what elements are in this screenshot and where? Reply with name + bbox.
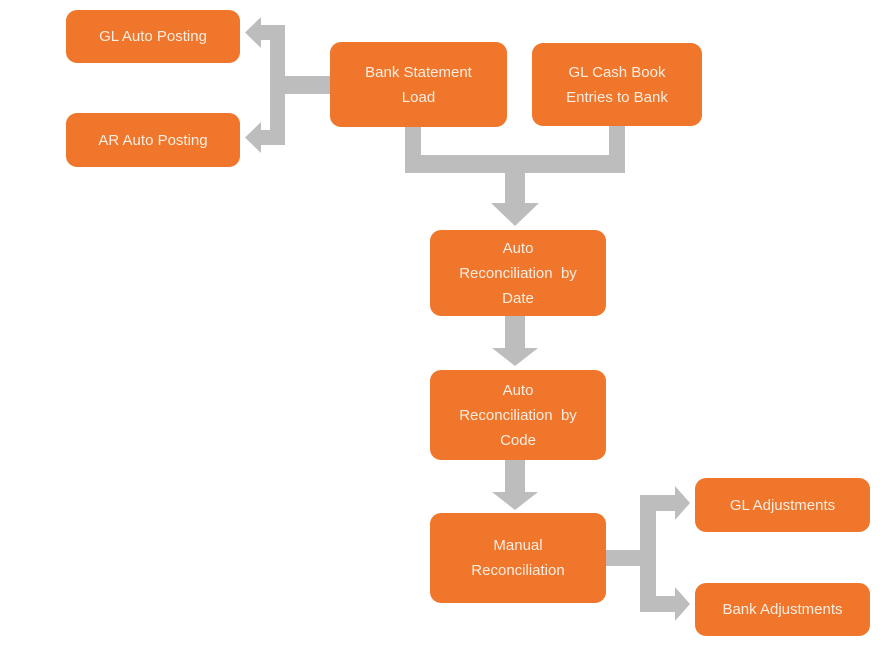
node-label: GL Adjustments [729,496,836,514]
node-label: GL Cash Book Entries to Bank [566,63,668,106]
node-gl-adjustments: GL Adjustments [695,478,870,532]
node-label: Bank Statement Load [365,63,472,106]
arrow-code-to-manual [492,460,538,510]
node-label: Manual Reconciliation [471,537,565,579]
arrowhead-to-gl-adjustments [675,486,690,520]
connector-bar [405,155,625,173]
node-ar-auto-posting: AR Auto Posting [66,113,240,167]
arrowhead-to-auto-recon-code [492,348,538,366]
connector-stub [285,76,330,94]
connector-bar [270,25,285,145]
node-gl-cash-book-entries-to-bank: GL Cash Book Entries to Bank [532,43,702,126]
arrowhead-to-gl-auto-posting [245,17,261,48]
arrowhead-to-ar-auto-posting [245,122,261,153]
connector-shaft [260,25,285,40]
node-label: GL Auto Posting [99,28,207,45]
connector-shaft [505,170,525,204]
node-bank-statement-load: Bank Statement Load [330,42,507,127]
node-label: AR Auto Posting [98,131,208,149]
branch-connector-right [604,486,690,621]
arrowhead-to-bank-adjustments [675,587,690,621]
node-label: Auto Reconciliation by Code [459,381,577,449]
node-manual-reconciliation: Manual Reconciliation [430,513,606,603]
node-label: Auto Reconciliation by Date [459,239,577,307]
connector-shaft [656,495,676,511]
arrowhead-to-manual-recon [492,492,538,510]
arrow-date-to-code [492,316,538,366]
branch-connector-left [245,17,330,153]
node-label: Bank Adjustments [722,601,843,618]
node-auto-reconciliation-by-code: Auto Reconciliation by Code [430,370,606,460]
connector-stub [604,550,648,566]
connector-shaft [656,596,676,612]
arrowhead-to-auto-recon-date [491,203,539,226]
node-gl-auto-posting: GL Auto Posting [66,10,240,63]
connector-bar [640,495,656,612]
connector-shaft [505,316,525,349]
merge-connector [405,126,625,226]
connector-shaft [260,130,285,145]
node-auto-reconciliation-by-date: Auto Reconciliation by Date [430,230,606,316]
connector-shaft [505,460,525,493]
node-bank-adjustments: Bank Adjustments [695,583,870,636]
